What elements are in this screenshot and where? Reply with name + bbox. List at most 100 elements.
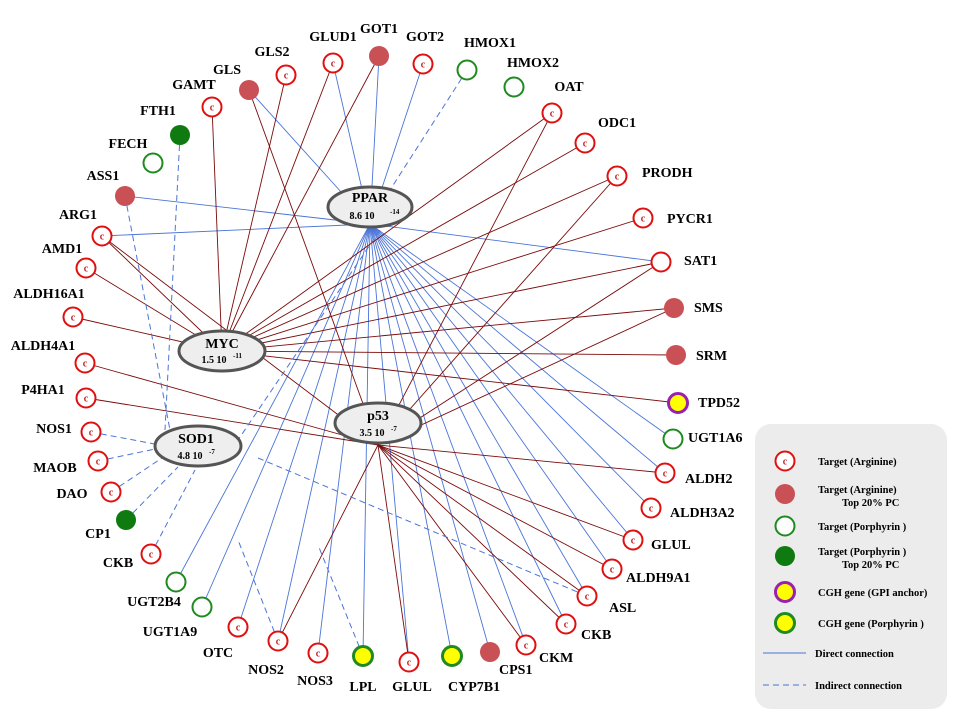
gene-node-ugt1a6[interactable]: UGT1A6 (662, 428, 743, 450)
p53-edge (277, 444, 379, 642)
gene-label: AMD1 (42, 242, 82, 257)
c-mark-icon: c (276, 637, 281, 648)
hub-ppar[interactable]: PPAR 8.6 10 -14 (326, 185, 414, 229)
myc-edge (221, 261, 662, 352)
direct-edge (101, 223, 371, 237)
gene-label: UGT1A6 (688, 431, 742, 446)
hub-p53-value: 3.5 10 (360, 428, 385, 439)
myc-edge (221, 307, 675, 352)
gene-node-gls[interactable]: GLS (213, 63, 259, 100)
gene-node-fech[interactable]: FECH (109, 137, 164, 174)
direct-edge (369, 223, 674, 440)
gene-label: TPD52 (698, 396, 740, 411)
gene-node-ugt1a9[interactable]: UGT1A9 (143, 596, 213, 641)
indirect-edge (257, 457, 588, 597)
gene-node-hmox1[interactable]: HMOX1 (456, 36, 517, 81)
gene-label: GLUL (651, 538, 691, 553)
legend-item-target-top: Target (Arginine)Top 20% PC (775, 484, 899, 509)
gene-node-hmox2[interactable]: HMOX2 (503, 56, 560, 98)
direct-edge (369, 223, 652, 509)
gene-label: GLUD1 (309, 30, 356, 45)
gene-node-tpd52[interactable]: TPD52 (667, 392, 741, 414)
hub-myc[interactable]: MYC 1.5 10 -11 (177, 329, 267, 373)
c-mark-icon: c (615, 172, 620, 183)
gene-node-got1[interactable]: GOT1 (360, 22, 398, 66)
hub-sod1[interactable]: SOD1 4.8 10 -7 (153, 424, 243, 468)
gene-node-ass1[interactable]: ASS1 (87, 169, 135, 206)
p53-edge (377, 444, 613, 570)
gene-label: LPL (349, 680, 376, 695)
legend-label: Direct connection (815, 649, 894, 660)
gene-node-glud1[interactable]: c GLUD1 (309, 30, 357, 74)
p53-edge (84, 362, 379, 446)
gene-node-sms[interactable]: SMS (664, 298, 723, 318)
gene-label: ALDH4A1 (11, 339, 76, 354)
c-mark-icon: c (316, 649, 321, 660)
hub-sod1-value: 4.8 10 (178, 451, 203, 462)
hub-nodes-layer: PPAR 8.6 10 -14 MYC 1.5 10 -11 p53 3.5 1… (153, 185, 423, 468)
c-mark-icon: c (96, 457, 101, 468)
gene-node-sat1[interactable]: SAT1 (650, 251, 718, 273)
indirect-edge (90, 431, 161, 446)
gene-label: GOT1 (360, 22, 398, 37)
gene-node-cyp7b1[interactable]: CYP7B1 (441, 645, 501, 696)
gene-node-srm[interactable]: SRM (666, 345, 727, 365)
gene-label: P4HA1 (21, 383, 65, 398)
p53-edge (377, 112, 553, 446)
gene-node-ugt2b4[interactable]: UGT2B4 (127, 571, 187, 611)
c-mark-icon: c (663, 469, 668, 480)
hub-p53[interactable]: p53 3.5 10 -7 (333, 401, 423, 445)
direct-edge (369, 223, 453, 657)
p53-edge (377, 444, 567, 625)
gene-node-lpl[interactable]: LPL (349, 645, 377, 696)
c-mark-icon: c (331, 59, 336, 70)
legend-box (755, 424, 947, 709)
legend-item-direct: Direct connection (763, 649, 894, 660)
hub-p53-exponent: -7 (391, 425, 397, 433)
gene-node-cp1[interactable]: CP1 (85, 510, 136, 542)
gene-label: CKM (539, 651, 573, 666)
indirect-edge (237, 229, 381, 441)
gene-node-fth1[interactable]: FTH1 (140, 104, 190, 145)
legend-label: Target (Porphyrin ) (818, 522, 907, 533)
c-mark-icon: c (100, 232, 105, 243)
gene-label: ALDH16A1 (13, 287, 85, 302)
gene-label: FTH1 (140, 104, 176, 119)
legend-label: Target (Porphyrin ) (818, 547, 907, 558)
hub-ppar-value: 8.6 10 (350, 211, 375, 222)
direct-edge (369, 223, 666, 474)
p53-edge (377, 307, 675, 446)
indirect-edge (125, 466, 179, 521)
direct-edge (317, 223, 371, 654)
gene-label: DAO (56, 487, 87, 502)
gene-node-cps1[interactable]: CPS1 (480, 642, 532, 678)
